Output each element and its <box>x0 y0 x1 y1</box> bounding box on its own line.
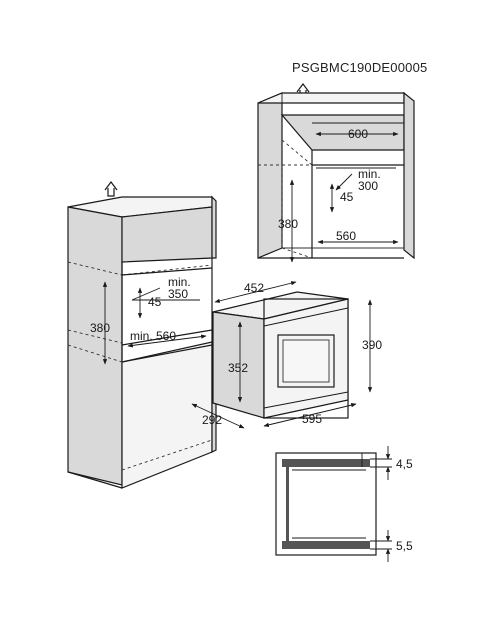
side-top-offset-label: 4,5 <box>396 457 413 471</box>
top-depth-min-label: min. <box>358 167 381 181</box>
top-gap-label: 45 <box>340 190 354 204</box>
tall-inner-width-label: min. 560 <box>130 329 176 343</box>
top-cabinet <box>257 91 415 260</box>
top-depth-value-label: 300 <box>358 179 378 193</box>
side-section-view <box>275 452 392 556</box>
tall-gap-label: 45 <box>148 295 162 309</box>
model-code: PSGBMC190DE00005 <box>292 60 428 75</box>
tall-cabinet <box>67 195 217 489</box>
appliance-width-label: 595 <box>302 412 322 426</box>
top-inner-width-label: 560 <box>336 229 356 243</box>
oven-appliance <box>212 291 349 419</box>
up-arrow-icon <box>104 181 118 197</box>
appliance-depth-label: 452 <box>244 281 264 295</box>
top-height-label: 380 <box>278 217 298 231</box>
appliance-height-label: 390 <box>362 338 382 352</box>
tall-depth-min-label: min. <box>168 275 191 289</box>
appliance-front-height-label: 352 <box>228 361 248 375</box>
top-width-label: 600 <box>348 127 368 141</box>
tall-depth-value-label: 350 <box>168 287 188 301</box>
tall-height-label: 380 <box>90 321 110 335</box>
appliance-side-depth-label: 292 <box>202 413 222 427</box>
side-bottom-offset-label: 5,5 <box>396 539 413 553</box>
